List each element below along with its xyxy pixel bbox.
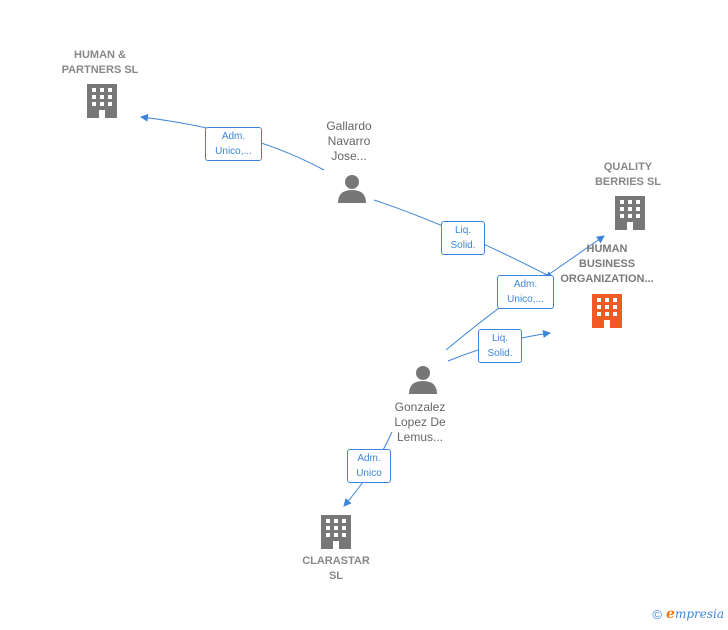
person-label-line: Gonzalez xyxy=(394,400,446,414)
building-icon xyxy=(321,515,351,549)
person-icon xyxy=(338,175,366,203)
company-label-line: HUMAN xyxy=(586,243,628,255)
building-icon xyxy=(87,84,117,118)
edge-label-adm-unico[interactable]: Adm. Unico,... xyxy=(205,127,262,161)
copyright-symbol: © xyxy=(652,606,663,622)
edge-label-line: Unico xyxy=(356,468,382,479)
edge-label-line: Liq. xyxy=(491,333,509,344)
company-label-line: ORGANIZATION... xyxy=(560,273,654,285)
person-label-line: Jose... xyxy=(331,149,367,163)
company-label: HUMAN & PARTNERS SL xyxy=(40,48,160,78)
person-label: Gonzalez Lopez De Lemus... xyxy=(370,400,470,445)
person-label: Gallardo Navarro Jose... xyxy=(299,119,399,164)
edge-label-line: Adm. xyxy=(357,453,381,464)
edge-label-adm-unico[interactable]: Adm. Unico,... xyxy=(497,275,554,309)
edge-label-line: Adm. xyxy=(221,131,246,142)
company-label: QUALITY BERRIES SL xyxy=(568,160,688,190)
person-node-gonzalez[interactable]: Gonzalez Lopez De Lemus... xyxy=(370,400,470,445)
brand-logo: empresia xyxy=(666,606,724,622)
footer-brand[interactable]: © empresia xyxy=(652,606,724,622)
edge-label-liq-solid[interactable]: Liq. Solid. xyxy=(441,221,485,255)
person-label-line: Navarro xyxy=(327,134,371,148)
company-label-line: PARTNERS SL xyxy=(61,64,139,76)
person-label-line: Lemus... xyxy=(396,430,444,444)
company-label-line: HUMAN & xyxy=(74,49,126,61)
edge-label-line: Unico,... xyxy=(507,294,544,305)
edge-label-line: Solid. xyxy=(487,348,513,359)
edge-label-line: Unico,... xyxy=(215,146,252,157)
company-node-quality-berries[interactable]: QUALITY BERRIES SL xyxy=(568,160,688,190)
company-label: HUMAN BUSINESS ORGANIZATION... xyxy=(547,242,667,287)
person-label-line: Gallardo xyxy=(326,119,372,133)
edge-label-adm-unico[interactable]: Adm. Unico xyxy=(347,449,391,483)
brand-logo-text: mpresia xyxy=(674,607,724,621)
company-label-line: QUALITY xyxy=(603,161,653,173)
company-node-human-business[interactable]: HUMAN BUSINESS ORGANIZATION... xyxy=(547,242,667,287)
company-node-human-partners[interactable]: HUMAN & PARTNERS SL xyxy=(40,48,160,78)
brand-logo-initial: e xyxy=(666,606,675,622)
building-icon xyxy=(615,196,645,230)
person-node-gallardo[interactable]: Gallardo Navarro Jose... xyxy=(299,119,399,164)
person-icon xyxy=(409,366,437,394)
person-label-line: Lopez De xyxy=(394,415,446,429)
company-label: CLARASTAR SL xyxy=(276,554,396,584)
edge-human-business-quality-berries xyxy=(547,235,605,276)
company-node-clarastar[interactable]: CLARASTAR SL xyxy=(276,554,396,584)
edge-label-liq-solid[interactable]: Liq. Solid. xyxy=(478,329,522,363)
edge-label-line: Liq. xyxy=(454,225,472,236)
edge-label-line: Adm. xyxy=(513,279,538,290)
building-icon-primary xyxy=(592,294,622,328)
company-label-line: CLARASTAR xyxy=(302,555,370,567)
company-label-line: BUSINESS xyxy=(578,258,636,270)
edge-label-line: Solid. xyxy=(450,240,476,251)
company-label-line: BERRIES SL xyxy=(594,176,661,188)
company-label-line: SL xyxy=(328,570,344,582)
